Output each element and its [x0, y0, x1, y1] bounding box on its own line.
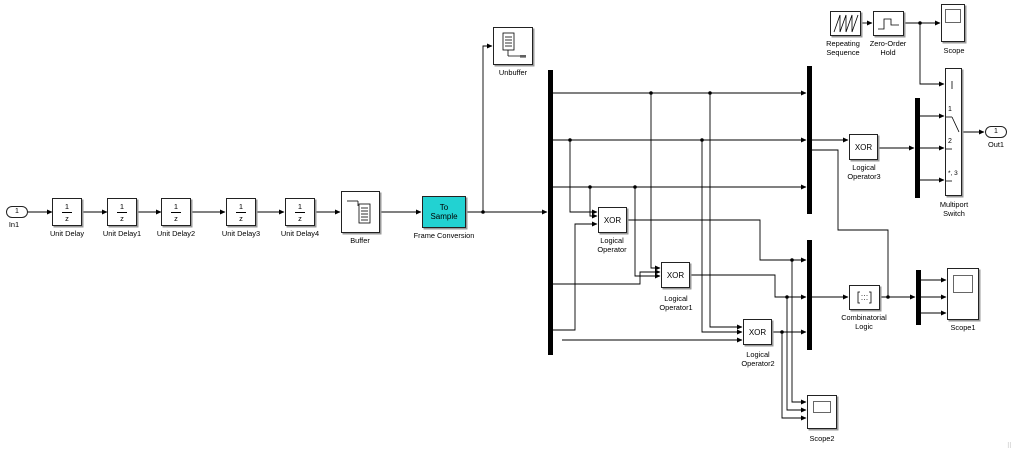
frame-conversion-label: Frame Conversion	[413, 231, 475, 240]
xor-text: XOR	[854, 143, 873, 152]
outport-number: 1	[994, 128, 998, 135]
scope1-label: Scope1	[950, 323, 976, 332]
inport-label: In1	[8, 220, 20, 229]
scope-screen-icon	[945, 9, 961, 23]
zero-order-hold-block[interactable]	[873, 11, 904, 36]
delay-denominator: z	[298, 214, 302, 223]
unit-delay2-label: Unit Delay2	[156, 229, 196, 238]
combinatorial-logic-label: Combinatorial Logic	[841, 313, 887, 331]
scope2-block[interactable]	[807, 395, 837, 429]
logical-operator1-label: Logical Operator1	[659, 294, 693, 312]
truth-table-icon	[857, 291, 872, 304]
logical-operator1-block[interactable]: XOR	[661, 262, 690, 288]
logical-operator3-block[interactable]: XOR	[849, 134, 878, 160]
scope-screen-icon	[813, 401, 831, 413]
multiport-switch-label: Multiport Switch	[939, 200, 969, 218]
xor-text: XOR	[748, 328, 767, 337]
switch-port-1: 1	[948, 106, 952, 113]
corner-mark: ⠿	[1006, 443, 1012, 450]
outport-label: Out1	[987, 140, 1005, 149]
combinatorial-logic-block[interactable]	[849, 285, 880, 310]
switch-port-2: 2	[948, 138, 952, 145]
scope-screen-icon	[953, 275, 973, 293]
unbuffer-label: Unbuffer	[498, 68, 528, 77]
frame-conversion-block[interactable]: To Sample	[422, 196, 466, 228]
delay-denominator: z	[239, 214, 243, 223]
delay-denominator: z	[174, 214, 178, 223]
sawtooth-icon	[833, 14, 859, 33]
unit-delay3-label: Unit Delay3	[221, 229, 261, 238]
mux-bar-upper[interactable]	[807, 66, 812, 214]
delay-numerator: 1	[64, 202, 70, 211]
outport-out1[interactable]: 1	[985, 126, 1007, 138]
switch-icon	[946, 81, 960, 182]
delay-denominator: z	[65, 214, 69, 223]
delay-numerator: 1	[297, 202, 303, 211]
frame-conversion-text: To Sample	[430, 203, 458, 221]
repeating-sequence-block[interactable]	[830, 11, 861, 36]
xor-text: XOR	[666, 271, 685, 280]
unit-delay1-label: Unit Delay1	[102, 229, 142, 238]
switch-port-3: *, 3	[948, 170, 958, 177]
unit-delay-label: Unit Delay	[49, 229, 85, 238]
inport-number: 1	[15, 208, 19, 215]
delay-numerator: 1	[119, 202, 125, 211]
scope-block[interactable]	[941, 4, 965, 42]
xor-text: XOR	[603, 216, 622, 225]
mux-bar-lower[interactable]	[807, 240, 812, 350]
logical-operator3-label: Logical Operator3	[847, 163, 881, 181]
buffer-block[interactable]	[341, 191, 380, 233]
logical-operator-label: Logical Operator	[597, 236, 627, 254]
multiport-switch-block[interactable]: 1 2 *, 3	[945, 68, 962, 196]
demux-bar[interactable]	[548, 70, 553, 355]
unit-delay4-label: Unit Delay4	[280, 229, 320, 238]
step-icon	[878, 18, 899, 30]
scope2-label: Scope2	[809, 434, 835, 443]
delay-numerator: 1	[238, 202, 244, 211]
buffer-icon	[347, 200, 371, 224]
zero-order-hold-label: Zero-Order Hold	[869, 39, 907, 57]
logical-operator2-block[interactable]: XOR	[743, 319, 772, 345]
delay-denominator: z	[120, 214, 124, 223]
mux-bar-scope1[interactable]	[916, 270, 921, 325]
buffer-label: Buffer	[350, 236, 370, 245]
mux-bar-switch[interactable]	[915, 98, 920, 198]
scope-label: Scope	[943, 46, 965, 55]
logical-operator2-label: Logical Operator2	[741, 350, 775, 368]
delay-numerator: 1	[173, 202, 179, 211]
scope1-block[interactable]	[947, 268, 979, 320]
unbuffer-block[interactable]	[493, 27, 533, 65]
unbuffer-icon	[502, 32, 526, 58]
logical-operator-block[interactable]: XOR	[598, 207, 627, 233]
inport-in1[interactable]: 1	[6, 206, 28, 218]
repeating-sequence-label: Repeating Sequence	[826, 39, 860, 57]
